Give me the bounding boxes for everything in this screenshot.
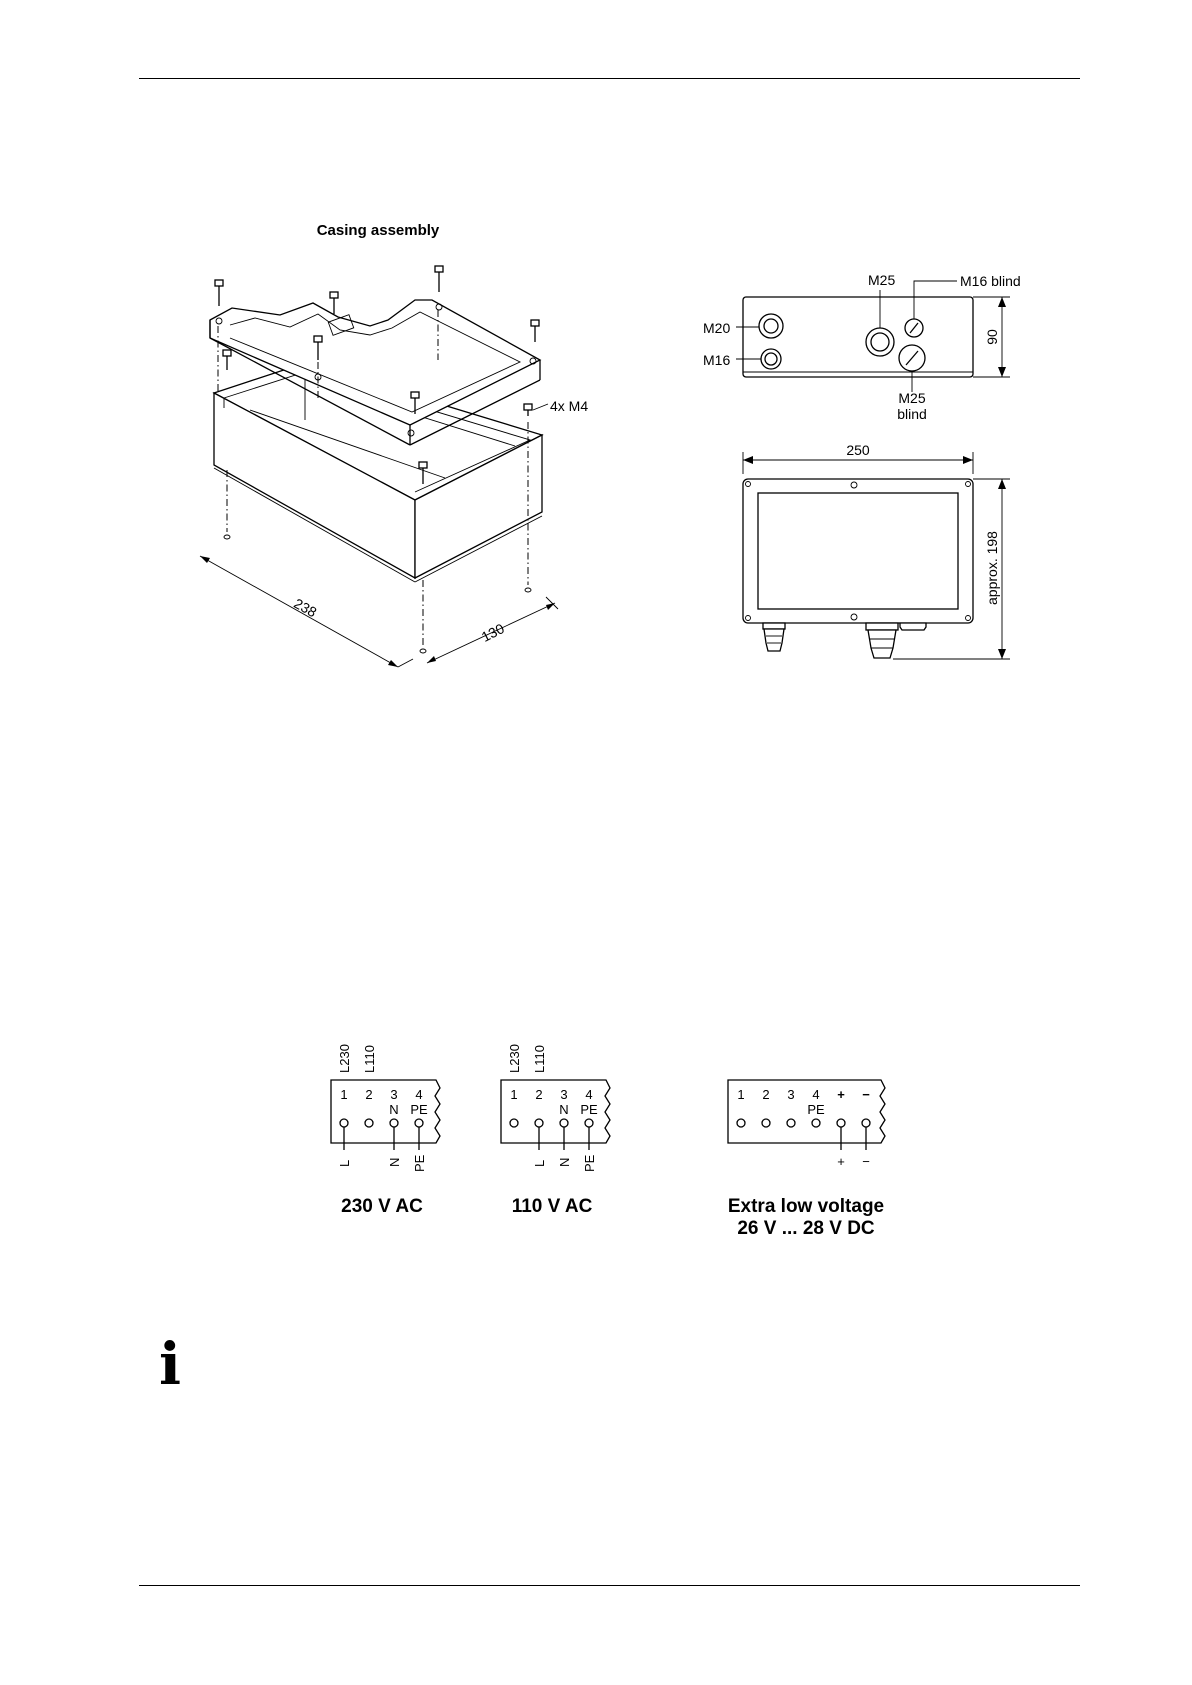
front-view-housing [743,479,973,623]
wire-label-pe: PE [582,1154,597,1172]
casing-dimensions: 238 130 [200,556,558,667]
terminal-diagram-110v: L230 L110 1 2 3 4 N PE L N PE 110 V AC [501,1044,610,1217]
top-label-l110: L110 [532,1045,547,1073]
label-m25: M25 [868,272,895,288]
label-m16-blind: M16 blind [960,273,1021,289]
terminal-number: 1 [737,1087,744,1102]
front-view-figure: 250 approx. 198 [743,442,1010,659]
front-gland-large [866,623,926,658]
side-view-housing [743,297,973,377]
terminal-number: + [837,1087,845,1102]
wire-label-l: L [532,1160,547,1167]
terminal-number: − [862,1087,870,1102]
label-m25-blind-line2: blind [897,406,927,422]
terminal-number: 3 [787,1087,794,1102]
side-view-figure: M20 M16 M25 M16 blind M25 blind 90 [703,272,1021,422]
top-label-l230: L230 [337,1044,352,1073]
terminal-number: 2 [535,1087,542,1102]
terminal-number: 2 [365,1087,372,1102]
dimension-238: 238 [291,595,319,620]
caption-extra-low-voltage: Extra low voltage [728,1196,884,1217]
caption-voltage-range: 26 V ... 28 V DC [737,1218,875,1239]
terminal-sub-label: PE [807,1102,825,1117]
wire-label-n: N [557,1158,572,1167]
casing-assembly-title: Casing assembly [317,222,440,239]
wire-label-n: N [387,1158,402,1167]
terminal-diagram-extra-low-voltage: 1 2 3 4 + − PE + − Extra low voltage 26 … [728,1080,885,1239]
wire-label-plus: + [837,1154,845,1169]
terminal-sub-label: PE [580,1102,598,1117]
dimension-approx-198: approx. 198 [984,531,1000,605]
terminal-number: 1 [510,1087,517,1102]
casing-assembly-figure: Casing assembly [200,222,588,667]
wire-label-pe: PE [412,1154,427,1172]
terminal-sub-label: N [559,1102,568,1117]
dimension-250: 250 [846,442,870,458]
top-label-l110: L110 [362,1045,377,1073]
dimension-130: 130 [479,620,507,645]
dimension-90: 90 [984,329,1000,345]
terminal-number: 2 [762,1087,769,1102]
terminal-diagram-230v: L230 L110 1 2 3 4 N PE L N PE 230 V AC [331,1044,440,1217]
label-m16: M16 [703,352,730,368]
front-gland-small [763,623,785,651]
terminal-sub-label: N [389,1102,398,1117]
label-m25-blind-line1: M25 [898,390,925,406]
top-label-l230: L230 [507,1044,522,1073]
terminal-number: 3 [560,1087,567,1102]
terminal-number: 4 [415,1087,422,1102]
terminal-number: 4 [585,1087,592,1102]
caption-230v-ac: 230 V AC [341,1196,423,1217]
wire-label-l: L [337,1160,352,1167]
terminal-number: 1 [340,1087,347,1102]
wire-label-minus: − [862,1154,870,1169]
terminal-sub-label: PE [410,1102,428,1117]
terminal-number: 4 [812,1087,819,1102]
info-icon: i [159,1330,181,1398]
label-m20: M20 [703,320,730,336]
terminal-number: 3 [390,1087,397,1102]
screw-label-4x-m4: 4x M4 [550,398,588,414]
caption-110v-ac: 110 V AC [512,1196,593,1217]
